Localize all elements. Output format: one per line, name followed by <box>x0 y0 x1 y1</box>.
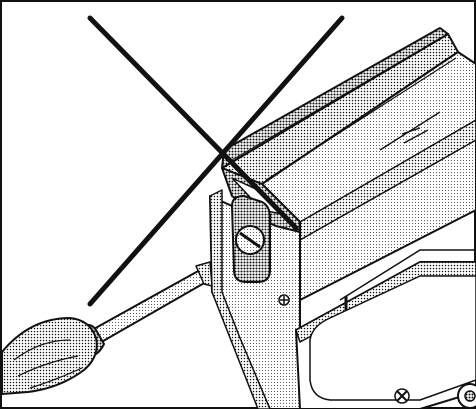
handle-groove <box>13 339 71 361</box>
small-screw <box>394 388 410 404</box>
rail-edge-line <box>231 35 445 161</box>
prohibition-cross <box>87 15 345 307</box>
screwdriver-handle <box>1 317 98 395</box>
bracket-shelf-rim <box>339 249 476 301</box>
cross-line-2 <box>87 15 345 307</box>
corner-ring <box>457 383 476 409</box>
small-screw-slot <box>396 390 408 402</box>
handle-groove <box>29 367 83 389</box>
slotted-screw <box>235 225 265 255</box>
screw-slot-line <box>239 231 261 249</box>
rail-edge-line <box>265 57 457 181</box>
small-screw <box>278 294 290 306</box>
handle-groove <box>17 355 79 377</box>
flat-screwdriver <box>1 261 213 395</box>
bracket-edge <box>209 189 271 409</box>
rail-detail-line <box>401 127 421 135</box>
ring-inner <box>464 390 476 402</box>
rail-detail-line <box>403 129 429 144</box>
cross-line-1 <box>87 15 299 231</box>
extruded-rail <box>221 27 476 301</box>
screwdriver-tip <box>195 261 213 287</box>
bracket-window <box>309 275 476 401</box>
end-bracket <box>209 189 476 409</box>
